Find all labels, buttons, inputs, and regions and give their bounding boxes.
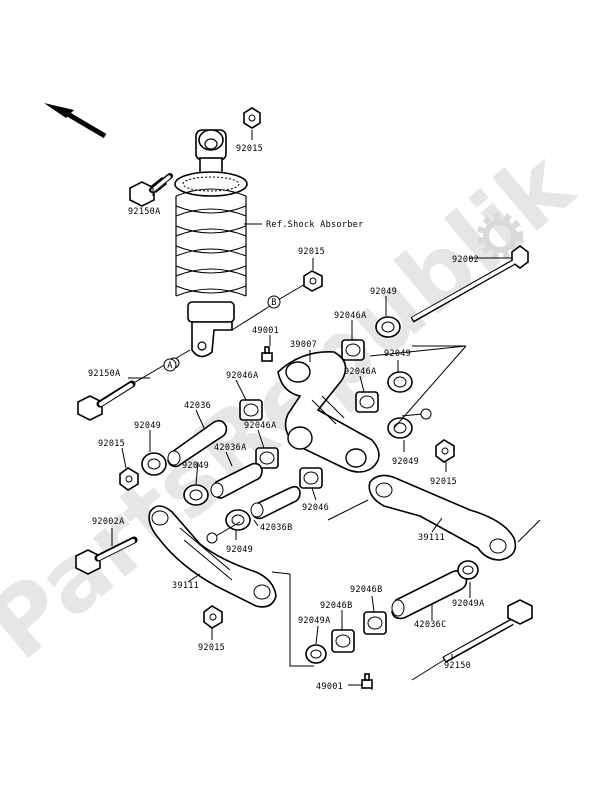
shock-absorber: [174, 129, 248, 358]
label-92049-e: 92049: [392, 457, 419, 467]
bolt-92002: [410, 245, 529, 323]
nut-92015-mid: [303, 258, 323, 292]
label-49001-a: 49001: [252, 326, 279, 336]
bearing-92046B-a: [331, 629, 355, 653]
label-92015-right: 92015: [430, 477, 457, 487]
label-42036A: 42036A: [214, 443, 247, 453]
collar-92049-b: [387, 371, 413, 393]
label-92049-b: 92049: [384, 349, 411, 359]
collar-92049-a: [375, 316, 401, 338]
bearing-92046A-b: [239, 399, 263, 421]
label-92049-d: 92049: [182, 461, 209, 471]
label-42036: 42036: [184, 401, 211, 411]
grease-nipple-49001-a: [261, 346, 273, 362]
nut-92015-right: [435, 439, 455, 463]
bearing-92046A-c: [355, 391, 379, 413]
label-92049-a: 92049: [370, 287, 397, 297]
nut-92015-bottom: [203, 605, 223, 629]
nut-92015-left: [119, 467, 139, 491]
rocker-arm-39007: [277, 351, 380, 473]
front-direction-arrow-icon: [44, 103, 107, 139]
label-92046A-c: 92046A: [344, 367, 377, 377]
tie-rod-39111-right: [368, 474, 517, 561]
label-92015-mid: 92015: [298, 247, 325, 257]
label-39111-left: 39111: [172, 581, 199, 591]
part-labels: 92015 92150A Ref.Shock Absorber 92015 92…: [88, 144, 485, 692]
label-92046B-a: 92046B: [350, 585, 383, 595]
label-92015-bottom: 92015: [198, 643, 225, 653]
collar-92049A-a: [305, 644, 327, 664]
gear-icon: [477, 213, 523, 259]
bearing-92046: [299, 467, 323, 489]
sleeve-42036C: [391, 570, 468, 620]
label-92049-f: 92049: [226, 545, 253, 555]
label-49001-b: 49001: [316, 682, 343, 692]
label-92049A-a: 92049A: [298, 616, 331, 626]
collar-92049-c: [141, 452, 167, 476]
grease-nipple-49001-b: [361, 673, 373, 689]
sleeve-42036: [167, 419, 228, 468]
label-39111-right: 39111: [418, 533, 445, 543]
label-92150A-low: 92150A: [88, 369, 121, 379]
nut-92015-top: [243, 107, 261, 140]
label-92049-c: 92049: [134, 421, 161, 431]
sleeve-42036B: [250, 485, 301, 520]
callout-a: A: [163, 358, 177, 372]
label-92015-top: 92015: [236, 144, 263, 154]
tie-rod-39111-left: [148, 505, 277, 608]
label-ref-shock-absorber: Ref.Shock Absorber: [266, 220, 364, 230]
label-92046B-b: 92046B: [320, 601, 353, 611]
label-42036B: 42036B: [260, 523, 293, 533]
collar-92049-e: [387, 417, 413, 439]
collar-92049-d: [183, 484, 209, 506]
label-92002: 92002: [452, 255, 479, 265]
label-leaders: [111, 188, 512, 686]
label-92150A-top: 92150A: [128, 207, 161, 217]
bearing-92046B-b: [363, 611, 387, 635]
label-92015-left: 92015: [98, 439, 125, 449]
callout-a-label: A: [167, 361, 172, 371]
label-92046: 92046: [302, 503, 329, 513]
label-92150: 92150: [444, 661, 471, 671]
sleeve-42036A: [210, 462, 263, 499]
label-92002A: 92002A: [92, 517, 125, 527]
bearing-92046A-a: [341, 339, 365, 361]
label-92049A-b: 92049A: [452, 599, 485, 609]
bolt-92150A-top: [129, 173, 173, 207]
assembly-lines: [206, 345, 541, 690]
label-92046A-d: 92046A: [244, 421, 277, 431]
callout-b-label: B: [271, 298, 276, 308]
label-92046A-a: 92046A: [334, 311, 367, 321]
bolt-92150A-low: [77, 349, 191, 421]
bolt-92150: [442, 599, 533, 664]
label-39007: 39007: [290, 340, 317, 350]
bolt-92002A: [75, 536, 138, 575]
collar-92049A-b: [457, 560, 479, 580]
label-92046A-b: 92046A: [226, 371, 259, 381]
label-42036C: 42036C: [414, 620, 447, 630]
bearing-92046A-d: [255, 447, 279, 469]
collar-92049-f: [225, 509, 251, 531]
